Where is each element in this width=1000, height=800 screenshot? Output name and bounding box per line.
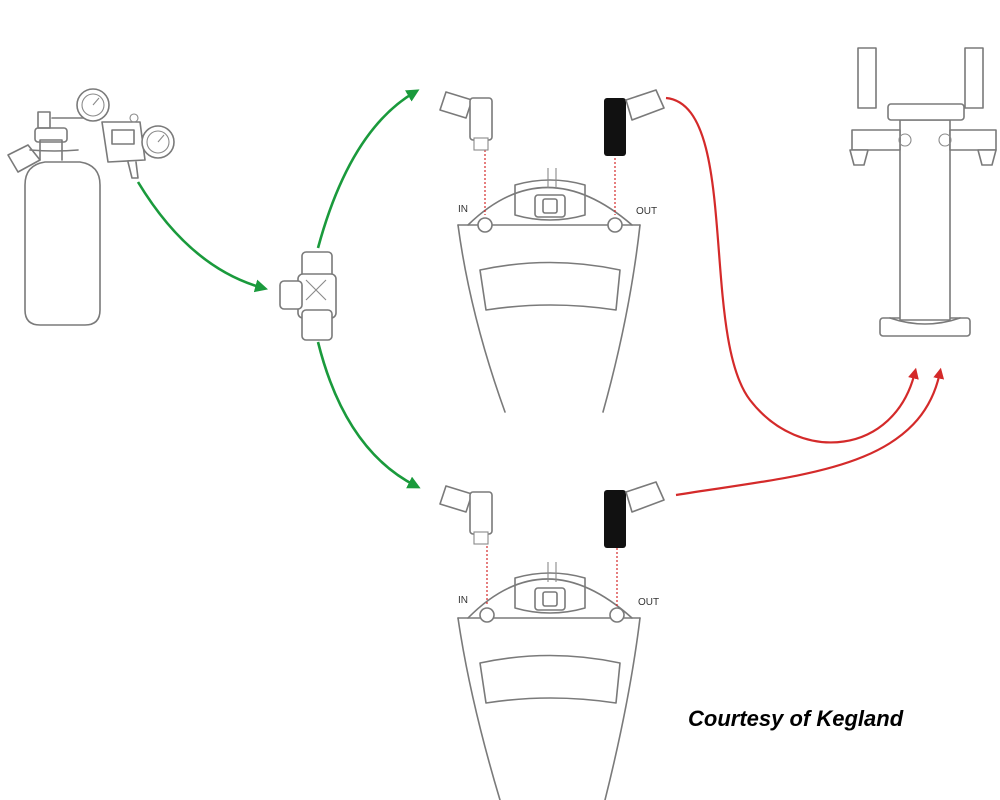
keg-top-in-label: IN <box>458 204 468 215</box>
tap-tower <box>849 47 997 337</box>
gas-line-to-keg-top <box>316 89 420 249</box>
beer-line-keg-bottom <box>675 367 945 497</box>
credit-text: Courtesy of Kegland <box>688 706 904 731</box>
keg-bottom-in-label: IN <box>458 595 468 606</box>
keg-bottom <box>457 562 641 800</box>
gas-line-to-tee <box>136 181 269 293</box>
tee-fitting <box>279 251 337 341</box>
keg-bottom-out-label: OUT <box>638 597 659 608</box>
keg-top <box>457 168 641 413</box>
co2-cylinder <box>7 111 101 326</box>
keg-bottom-gas-disconnect <box>439 485 493 545</box>
gas-line-to-keg-bottom <box>316 341 421 489</box>
regulator <box>76 88 175 179</box>
keg-bottom-liquid-disconnect <box>604 481 665 548</box>
keg-top-out-label: OUT <box>636 206 657 217</box>
keg-top-liquid-disconnect <box>604 89 665 156</box>
keg-top-gas-disconnect <box>439 91 493 151</box>
beer-line-keg-top <box>665 96 919 444</box>
